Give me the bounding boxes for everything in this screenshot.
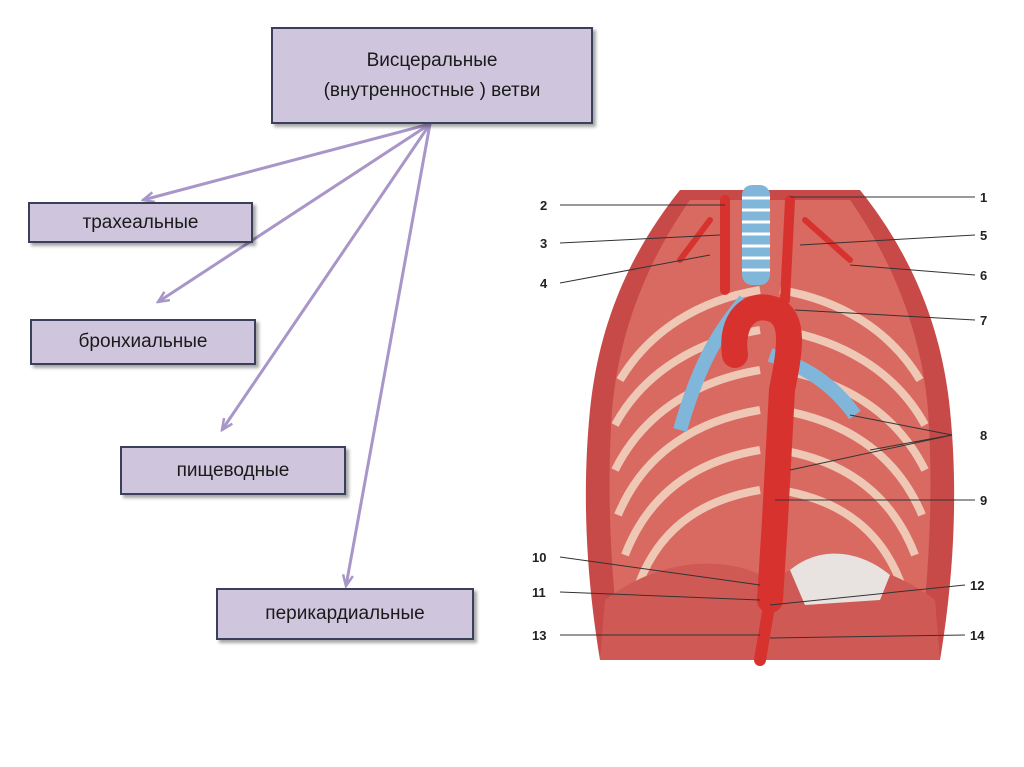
label-13: 13 <box>532 628 546 643</box>
label-14: 14 <box>970 628 985 643</box>
label-7: 7 <box>980 313 987 328</box>
label-10: 10 <box>532 550 546 565</box>
pericardial-branches-box: перикардиальные <box>216 588 474 640</box>
label-4: 4 <box>540 276 548 291</box>
arrow-esophageal <box>222 123 432 430</box>
label-6: 6 <box>980 268 987 283</box>
label-12: 12 <box>970 578 984 593</box>
tracheal-label: трахеальные <box>82 211 199 233</box>
label-11: 11 <box>532 585 546 600</box>
label-1: 1 <box>980 190 987 205</box>
arrow-bronchial <box>158 122 431 302</box>
pericardial-label: перикардиальные <box>265 603 425 624</box>
label-5: 5 <box>980 228 987 243</box>
aorta <box>677 195 853 666</box>
tracheal-branches-box: трахеальные <box>28 202 253 243</box>
label-2: 2 <box>540 198 547 213</box>
arrow-pericardial <box>346 123 432 586</box>
esophageal-branches-box: пищеводные <box>120 446 346 495</box>
label-3: 3 <box>540 236 547 251</box>
arrow-tracheal <box>143 122 431 200</box>
label-9: 9 <box>980 493 987 508</box>
thoracic-aorta-illustration: 1 2 3 4 5 6 7 8 9 10 11 12 13 14 <box>532 185 987 666</box>
ribs <box>611 286 929 597</box>
root-line-2: (внутренностные ) ветви <box>323 79 541 101</box>
bronchial-branches-box: бронхиальные <box>30 319 256 365</box>
root-line-1: Висцеральные <box>366 49 498 71</box>
bronchial-label: бронхиальные <box>78 331 208 352</box>
pointer-lines <box>559 196 976 639</box>
diaphragm-light <box>790 553 890 605</box>
visceral-branches-box: Висцеральные (внутренностные ) ветви <box>271 27 593 124</box>
esophageal-label: пищеводные <box>176 459 290 481</box>
label-8: 8 <box>980 428 987 443</box>
